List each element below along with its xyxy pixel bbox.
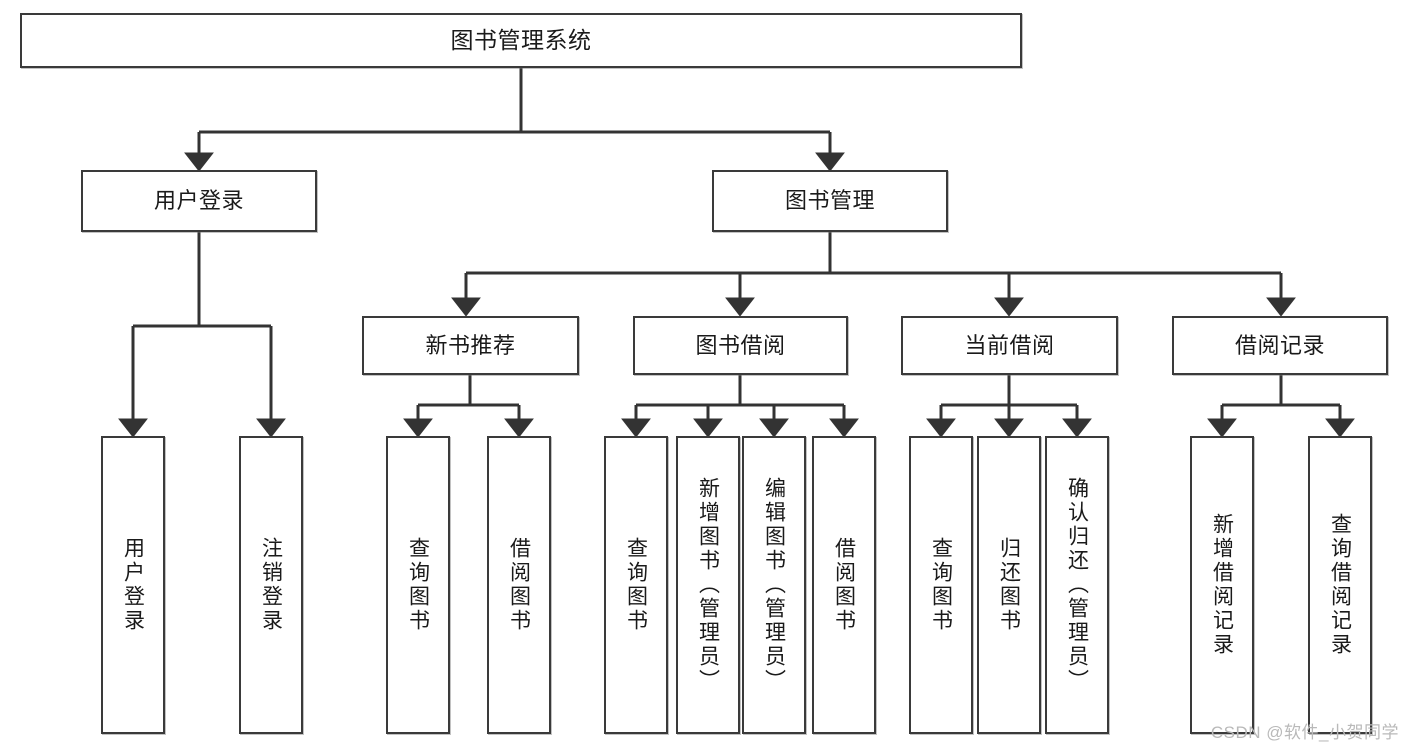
node-label: 用户登录 [121, 537, 145, 633]
node-label: 注销登录 [259, 537, 283, 633]
node-leaf-logout[interactable]: 注销登录 [239, 436, 303, 734]
node-leaf-query-books-borrow[interactable]: 查询图书 [604, 436, 668, 734]
node-label: 新增图书（管理员） [696, 477, 720, 693]
node-label: 借阅记录 [1234, 332, 1325, 358]
node-book-management-module[interactable]: 图书管理 [712, 170, 948, 232]
node-label: 借阅图书 [507, 537, 531, 633]
node-label: 新书推荐 [425, 332, 516, 358]
node-leaf-add-borrow-record[interactable]: 新增借阅记录 [1190, 436, 1254, 734]
node-leaf-edit-book-admin[interactable]: 编辑图书（管理员） [742, 436, 806, 734]
node-label: 图书借阅 [695, 332, 786, 358]
node-book-borrowing[interactable]: 图书借阅 [633, 316, 848, 375]
node-label: 图书管理系统 [450, 27, 592, 54]
node-label: 借阅图书 [832, 537, 856, 633]
node-leaf-query-books-current[interactable]: 查询图书 [909, 436, 973, 734]
node-label: 新增借阅记录 [1210, 513, 1234, 657]
node-leaf-add-book-admin[interactable]: 新增图书（管理员） [676, 436, 740, 734]
node-label: 用户登录 [153, 188, 244, 214]
node-leaf-confirm-return-admin[interactable]: 确认归还（管理员） [1045, 436, 1109, 734]
node-leaf-borrow-books[interactable]: 借阅图书 [812, 436, 876, 734]
node-borrowing-records[interactable]: 借阅记录 [1172, 316, 1388, 375]
node-current-borrowing[interactable]: 当前借阅 [901, 316, 1118, 375]
node-label: 当前借阅 [964, 332, 1055, 358]
node-leaf-query-books-recommend[interactable]: 查询图书 [386, 436, 450, 734]
node-root-system[interactable]: 图书管理系统 [20, 13, 1022, 68]
node-label: 查询图书 [406, 537, 430, 633]
node-label: 查询图书 [929, 537, 953, 633]
node-label: 确认归还（管理员） [1065, 477, 1089, 693]
node-leaf-return-books[interactable]: 归还图书 [977, 436, 1041, 734]
node-label: 归还图书 [997, 537, 1021, 633]
node-label: 查询借阅记录 [1328, 513, 1352, 657]
node-label: 编辑图书（管理员） [762, 477, 786, 693]
node-label: 图书管理 [784, 188, 875, 214]
node-leaf-borrow-books-recommend[interactable]: 借阅图书 [487, 436, 551, 734]
node-label: 查询图书 [624, 537, 648, 633]
node-leaf-query-borrow-record[interactable]: 查询借阅记录 [1308, 436, 1372, 734]
node-user-login-module[interactable]: 用户登录 [81, 170, 317, 232]
node-new-book-recommendation[interactable]: 新书推荐 [362, 316, 579, 375]
node-leaf-user-login[interactable]: 用户登录 [101, 436, 165, 734]
csdn-watermark: CSDN @软件_小贺同学 [1210, 723, 1399, 742]
